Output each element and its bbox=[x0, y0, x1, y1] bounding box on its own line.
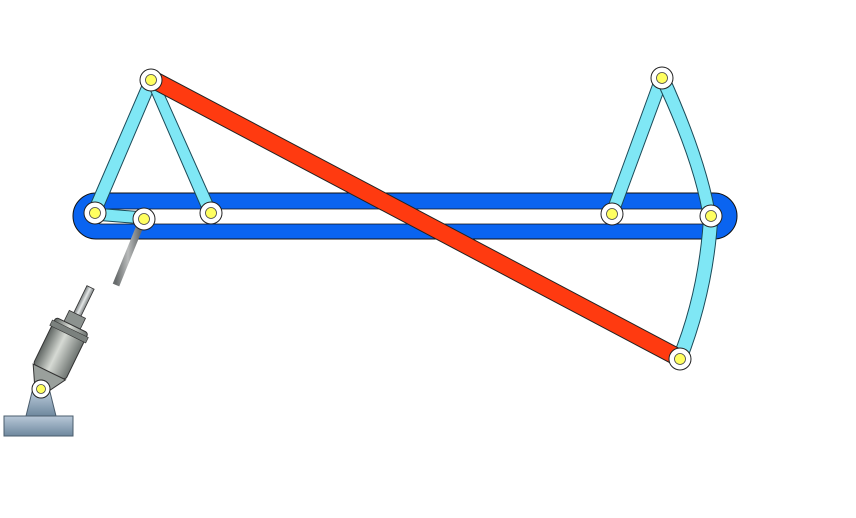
pin-joint-core-1 bbox=[145, 74, 157, 86]
pin-joint-core-7 bbox=[705, 210, 717, 222]
pin-joint-core-6 bbox=[656, 72, 668, 84]
pin-joints bbox=[31, 66, 723, 399]
pin-joint-core-8 bbox=[674, 353, 686, 365]
piston-rod-extension bbox=[112, 224, 144, 287]
hydraulic-cylinder bbox=[32, 285, 95, 393]
base-block bbox=[3, 391, 74, 437]
pin-joint-core-2 bbox=[89, 207, 101, 219]
pin-joint-core-3 bbox=[138, 213, 150, 225]
pin-joint-core-9 bbox=[36, 384, 46, 394]
right-triangle-link bbox=[605, 73, 719, 363]
pin-joint-core-4 bbox=[205, 207, 217, 219]
pin-joint-core-5 bbox=[606, 208, 618, 220]
